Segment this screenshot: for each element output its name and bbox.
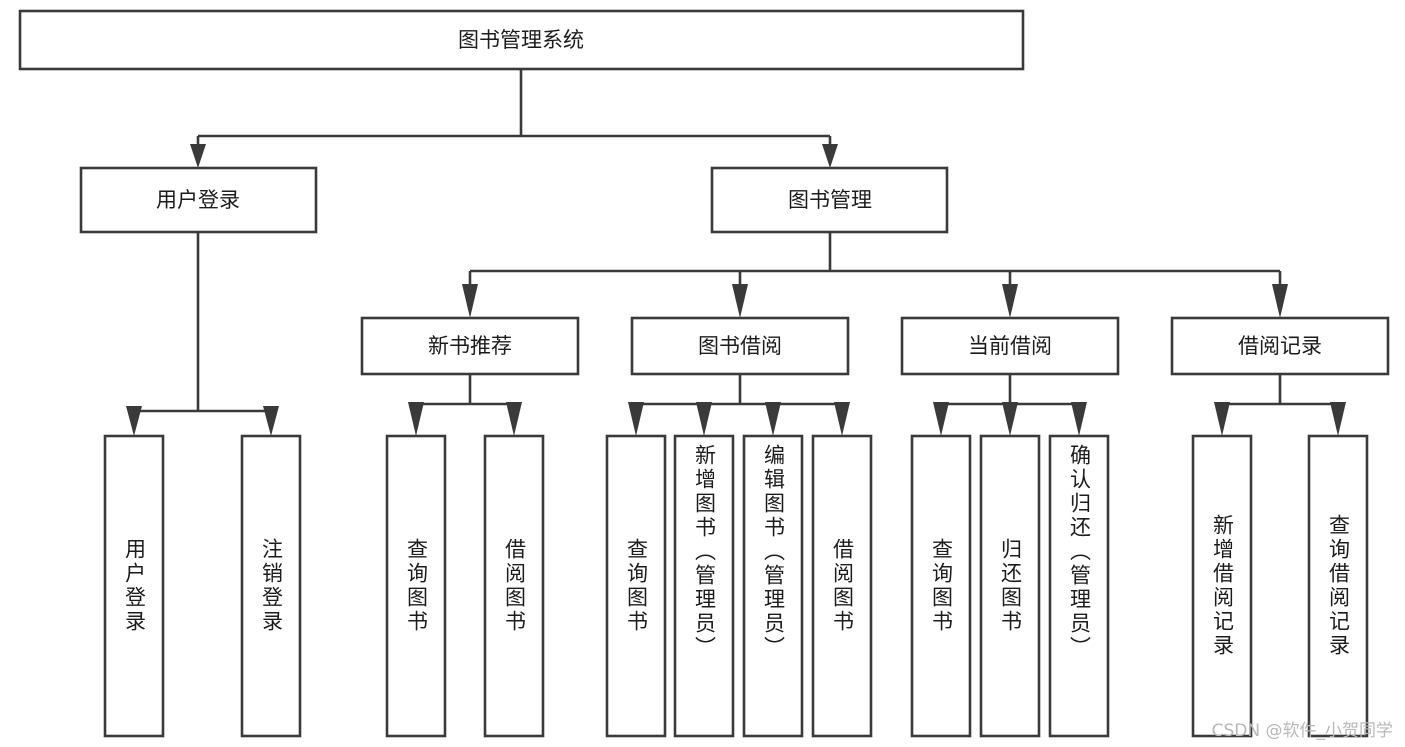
leaf-box-query-book-3[interactable] — [910, 434, 972, 738]
arrow-leaf-confirm-return — [1071, 402, 1087, 436]
arrow-leaf-query-book-3 — [933, 402, 949, 436]
arrow-book-management — [822, 144, 838, 168]
node-new-book-recommend-label: 新书推荐 — [428, 334, 512, 358]
node-current-borrow-label: 当前借阅 — [968, 334, 1052, 358]
arrow-leaf-add-record — [1214, 402, 1230, 436]
node-book-borrow-box[interactable] — [630, 316, 850, 376]
arrow-leaf-return-book — [1002, 402, 1018, 436]
arrow-leaf-borrow-book-2 — [834, 402, 850, 436]
node-book-borrow-label: 图书借阅 — [698, 334, 782, 358]
arrow-leaf-query-book-1 — [408, 402, 424, 436]
arrow-borrow-record — [1272, 284, 1288, 318]
leaf-box-borrow-book-1[interactable] — [483, 434, 545, 738]
leaf-box-query-book-2[interactable] — [605, 434, 667, 738]
csdn-watermark: CSDN @软件_小贺同学 — [1211, 721, 1393, 741]
node-user-login-box[interactable] — [79, 166, 318, 234]
node-user-login-label: 用户登录 — [156, 188, 240, 212]
node-root-box[interactable] — [18, 9, 1025, 71]
node-user-login[interactable]: 用户登录 — [79, 166, 318, 234]
node-borrow-record-label: 借阅记录 — [1238, 334, 1322, 358]
leaf-box-query-book-1[interactable] — [385, 434, 447, 738]
node-root-label: 图书管理系统 — [458, 28, 584, 52]
node-book-borrow[interactable]: 图书借阅 — [630, 316, 850, 376]
node-root[interactable]: 图书管理系统 — [18, 9, 1025, 71]
arrow-leaf-logout-login — [263, 406, 279, 436]
node-new-book-recommend[interactable]: 新书推荐 — [360, 316, 580, 376]
leaf-box-add-record[interactable] — [1191, 434, 1253, 738]
arrow-new-book-recommend — [462, 284, 478, 318]
node-borrow-record[interactable]: 借阅记录 — [1170, 316, 1390, 376]
node-current-borrow-box[interactable] — [900, 316, 1120, 376]
arrow-leaf-query-record — [1330, 402, 1346, 436]
arrow-user-login — [190, 144, 206, 168]
leaf-box-add-book[interactable] — [673, 434, 735, 738]
node-book-management-box[interactable] — [710, 166, 949, 234]
leaf-box-return-book[interactable] — [979, 434, 1041, 738]
node-new-book-recommend-box[interactable] — [360, 316, 580, 376]
leaf-box-confirm-return[interactable] — [1048, 434, 1110, 738]
arrow-leaf-query-book-2 — [628, 402, 644, 436]
leaf-box-borrow-book-2[interactable] — [811, 434, 873, 738]
node-current-borrow[interactable]: 当前借阅 — [900, 316, 1120, 376]
arrow-leaf-add-book — [696, 402, 712, 436]
node-book-management-label: 图书管理 — [788, 188, 872, 212]
arrow-leaf-user-login — [126, 406, 142, 436]
connectors — [126, 69, 1346, 436]
arrow-book-borrow — [732, 284, 748, 318]
arrow-leaf-edit-book — [765, 402, 781, 436]
node-book-management[interactable]: 图书管理 — [710, 166, 949, 234]
arrow-current-borrow — [1002, 284, 1018, 318]
leaf-box-logout-login[interactable] — [240, 434, 302, 738]
node-borrow-record-box[interactable] — [1170, 316, 1390, 376]
leaf-box-query-record[interactable] — [1307, 434, 1369, 738]
leaf-box-user-login[interactable] — [103, 434, 165, 738]
leaf-box-edit-book[interactable] — [742, 434, 804, 738]
arrow-leaf-borrow-book-1 — [506, 402, 522, 436]
